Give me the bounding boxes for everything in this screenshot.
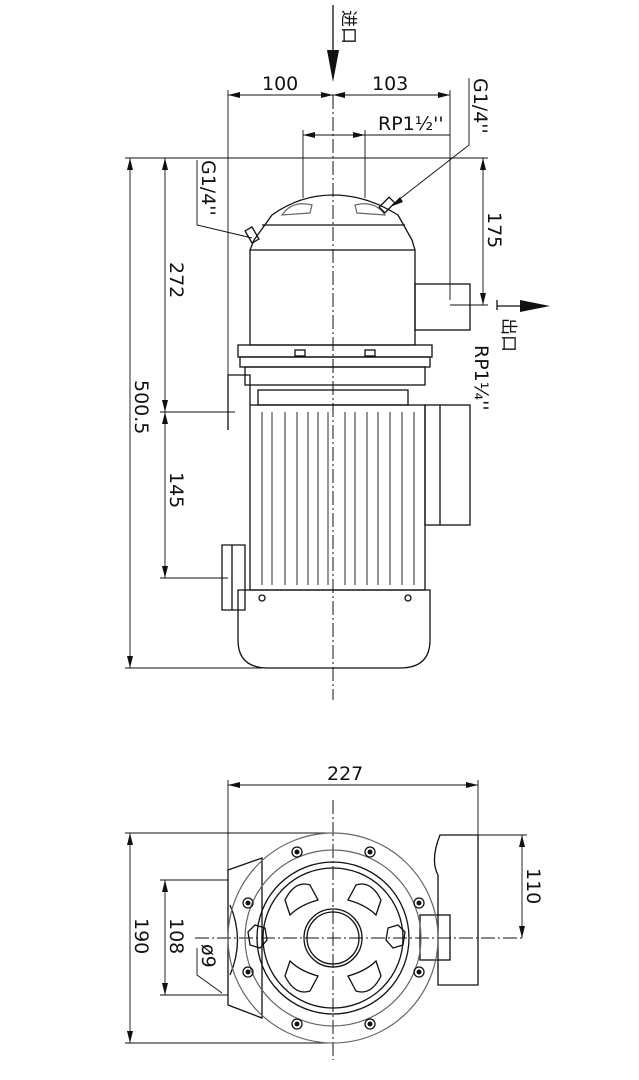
dim-110: 110 — [522, 868, 544, 904]
dim-272: 272 — [165, 262, 187, 298]
dim-227: 227 — [327, 763, 363, 785]
terminal-box — [424, 404, 471, 526]
dim-500-5: 500.5 — [130, 380, 152, 434]
impeller-windows — [284, 883, 382, 993]
dim-100: 100 — [262, 73, 298, 95]
dim-145: 145 — [165, 472, 187, 508]
motor — [221, 404, 471, 669]
outlet-label: 出口 — [498, 318, 518, 352]
inlet-thread-label: RP1½'' — [378, 113, 444, 135]
outlet-thread-label: RP1¼'' — [470, 345, 492, 411]
gauge-port-left-label: G1/4'' — [197, 160, 219, 216]
outlet-arrow-icon — [496, 300, 550, 312]
front-view: 进口 100 103 RP1½'' G1/4'' G1/4'' 500.5 — [125, 5, 550, 700]
fan-cover — [237, 589, 431, 669]
inlet-arrow-icon — [327, 5, 339, 82]
pump-head — [227, 194, 433, 430]
inlet-label: 进口 — [338, 10, 358, 44]
dim-175: 175 — [483, 212, 505, 248]
dim-103: 103 — [372, 73, 408, 95]
dim-hole: ø9 — [197, 944, 219, 968]
gauge-port-right-label: G1/4'' — [469, 78, 491, 134]
dim-190: 190 — [130, 918, 152, 954]
bolt-icons — [242, 846, 425, 1030]
plan-view: 227 190 108 ø9 110 — [125, 763, 544, 1060]
dim-108: 108 — [165, 918, 187, 954]
